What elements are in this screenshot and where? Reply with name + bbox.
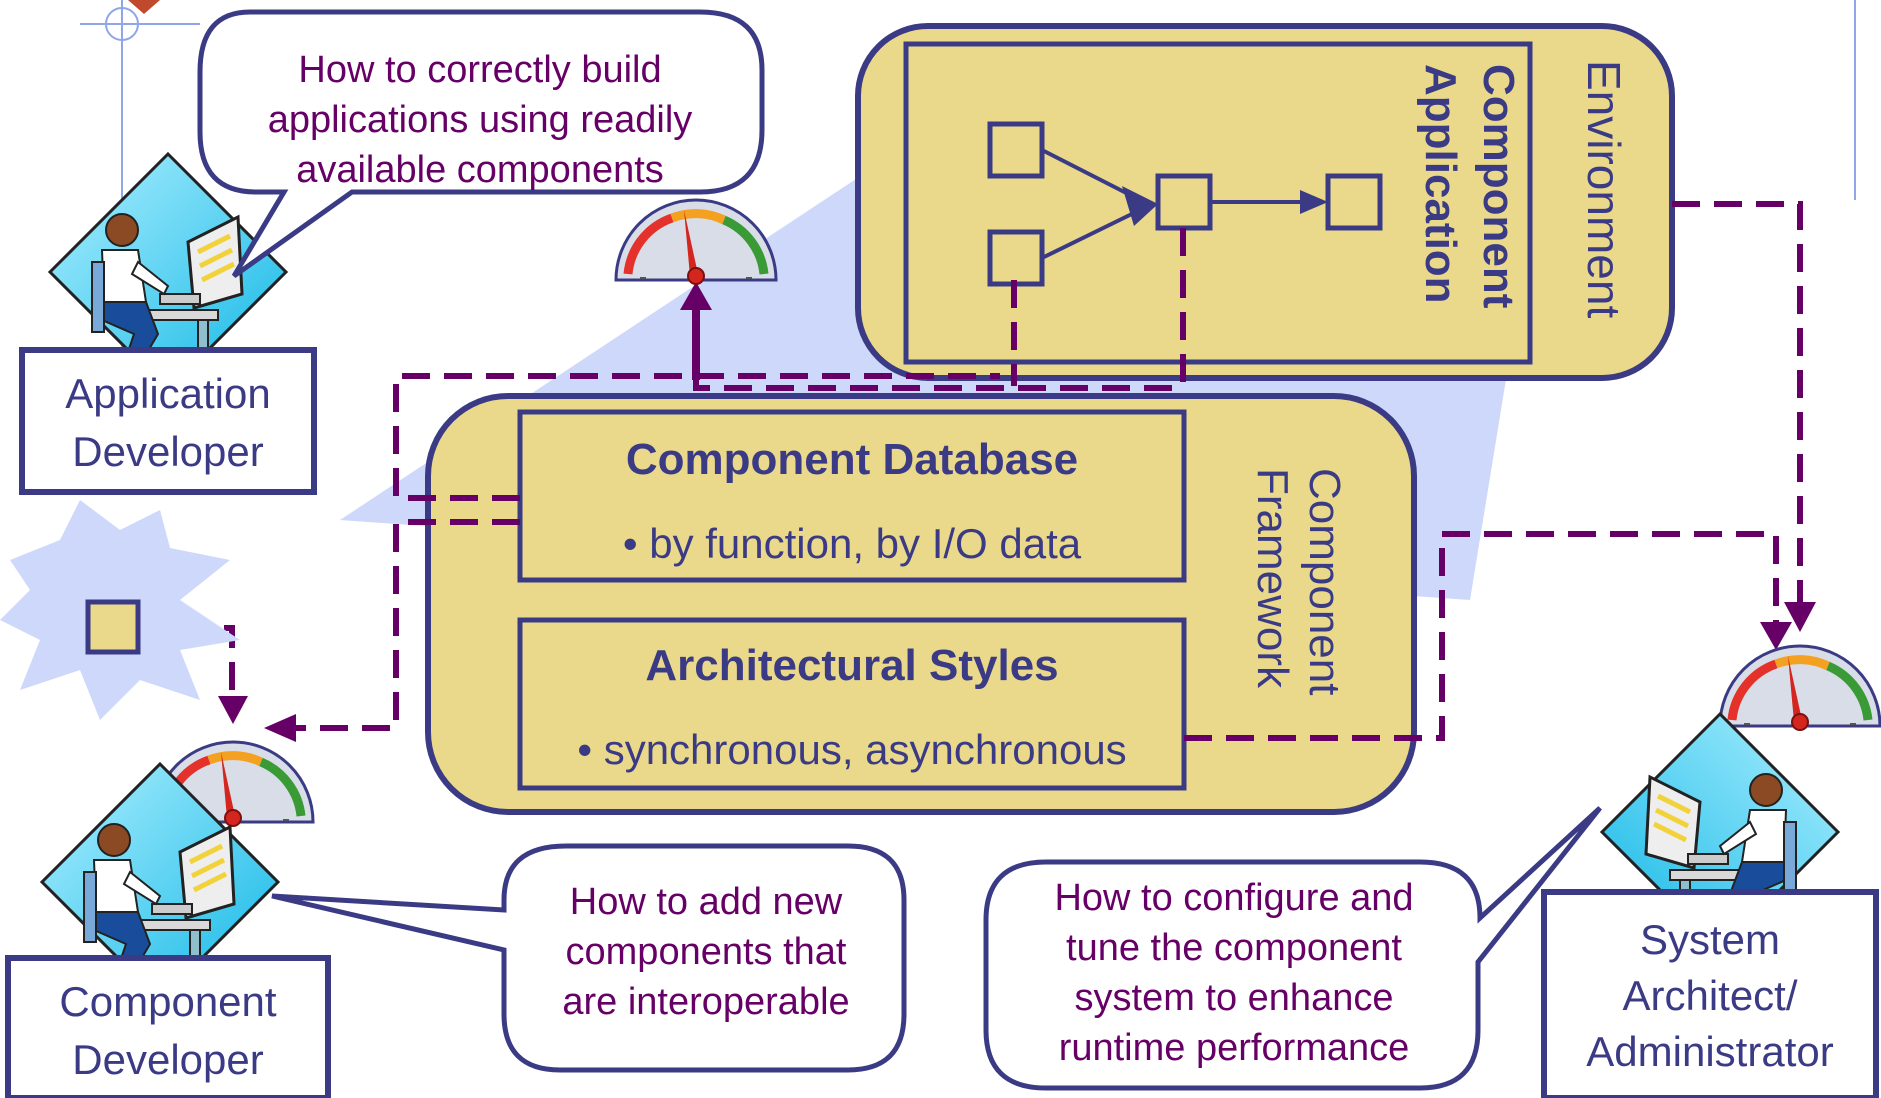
comp-dev-role-box xyxy=(5,955,331,1098)
guide-crosshair xyxy=(105,7,139,41)
sys-admin-callout-line1: How to configure and xyxy=(1054,877,1413,919)
component-node-1 xyxy=(987,121,1045,179)
app-dev-role-box xyxy=(19,347,317,495)
component-application-label-line1: Component xyxy=(1474,64,1523,309)
sys-admin-callout xyxy=(983,806,1602,1091)
environment-label: Environment xyxy=(1578,60,1630,318)
comp-dev-role-line1: Component xyxy=(59,978,276,1025)
sys-admin-callout-line2: tune the component xyxy=(1066,927,1402,969)
arrowhead-comp-dev-down xyxy=(218,696,248,724)
app-dev-role-line1: Application xyxy=(65,370,270,417)
component-application-label-line2: Application xyxy=(1416,64,1465,304)
arrowhead-admin-1 xyxy=(1784,602,1816,632)
app-dev-callout-line2: applications using readily xyxy=(268,99,693,141)
app-dev-gauge-icon xyxy=(616,200,776,284)
component-node-2 xyxy=(987,229,1045,287)
arrowhead-app-gauge xyxy=(680,282,712,310)
comp-dev-callout xyxy=(271,843,907,1073)
comp-dev-callout-line1: How to add new xyxy=(570,881,843,923)
arrowhead-admin-2 xyxy=(1760,622,1792,650)
component-database-bullet: • by function, by I/O data xyxy=(623,520,1082,567)
admin-role-line3: Administrator xyxy=(1586,1028,1833,1075)
component-database-box xyxy=(517,409,1187,583)
connector-styles-to-admin xyxy=(1184,531,1779,741)
architectural-styles-bullet: • synchronous, asynchronous xyxy=(577,726,1126,773)
comp-dev-callout-line2: components that xyxy=(566,931,847,973)
framework-label-line2: Framework xyxy=(1248,468,1297,689)
admin-gauge-icon xyxy=(1720,646,1880,730)
comp-dev-role-line2: Developer xyxy=(72,1036,263,1083)
component-node-4 xyxy=(1325,173,1383,231)
connector-database-to-comp-dev xyxy=(296,519,520,731)
app-dev-callout-line3: available components xyxy=(296,149,664,191)
flow-merge-arrow xyxy=(1122,186,1158,226)
framework-label-line1: Component xyxy=(1300,468,1349,695)
arrowhead-comp-dev-left xyxy=(264,714,296,742)
admin-role-box xyxy=(1541,889,1879,1098)
app-dev-role-line2: Developer xyxy=(72,428,263,475)
sys-admin-callout-line3: system to enhance xyxy=(1075,977,1394,1019)
app-dev-callout-line1: How to correctly build xyxy=(298,49,661,91)
flow-edge-2 xyxy=(1041,208,1141,260)
architectural-styles-box xyxy=(517,617,1187,791)
connector-environment-to-admin xyxy=(1672,201,1803,604)
admin-role-line1: System xyxy=(1640,916,1780,963)
admin-role-line2: Architect/ xyxy=(1622,972,1797,1019)
comp-dev-callout-line3: are interoperable xyxy=(562,981,849,1023)
component-node-3 xyxy=(1155,173,1213,231)
architectural-styles-title: Architectural Styles xyxy=(645,641,1058,690)
component-database-title: Component Database xyxy=(626,435,1078,484)
new-component-square-icon xyxy=(85,599,141,655)
connector-burst-to-comp-dev xyxy=(140,625,235,696)
connector-database-top xyxy=(393,373,1000,501)
sys-admin-callout-line4: runtime performance xyxy=(1059,1027,1410,1069)
app-dev-callout xyxy=(197,9,765,279)
flow-arrowhead xyxy=(1300,190,1328,214)
corner-logo-icon xyxy=(128,0,160,14)
connector-to-app-gauge xyxy=(693,380,1172,391)
dashed-connectors xyxy=(140,201,1803,741)
flow-edge-1 xyxy=(1041,148,1141,202)
